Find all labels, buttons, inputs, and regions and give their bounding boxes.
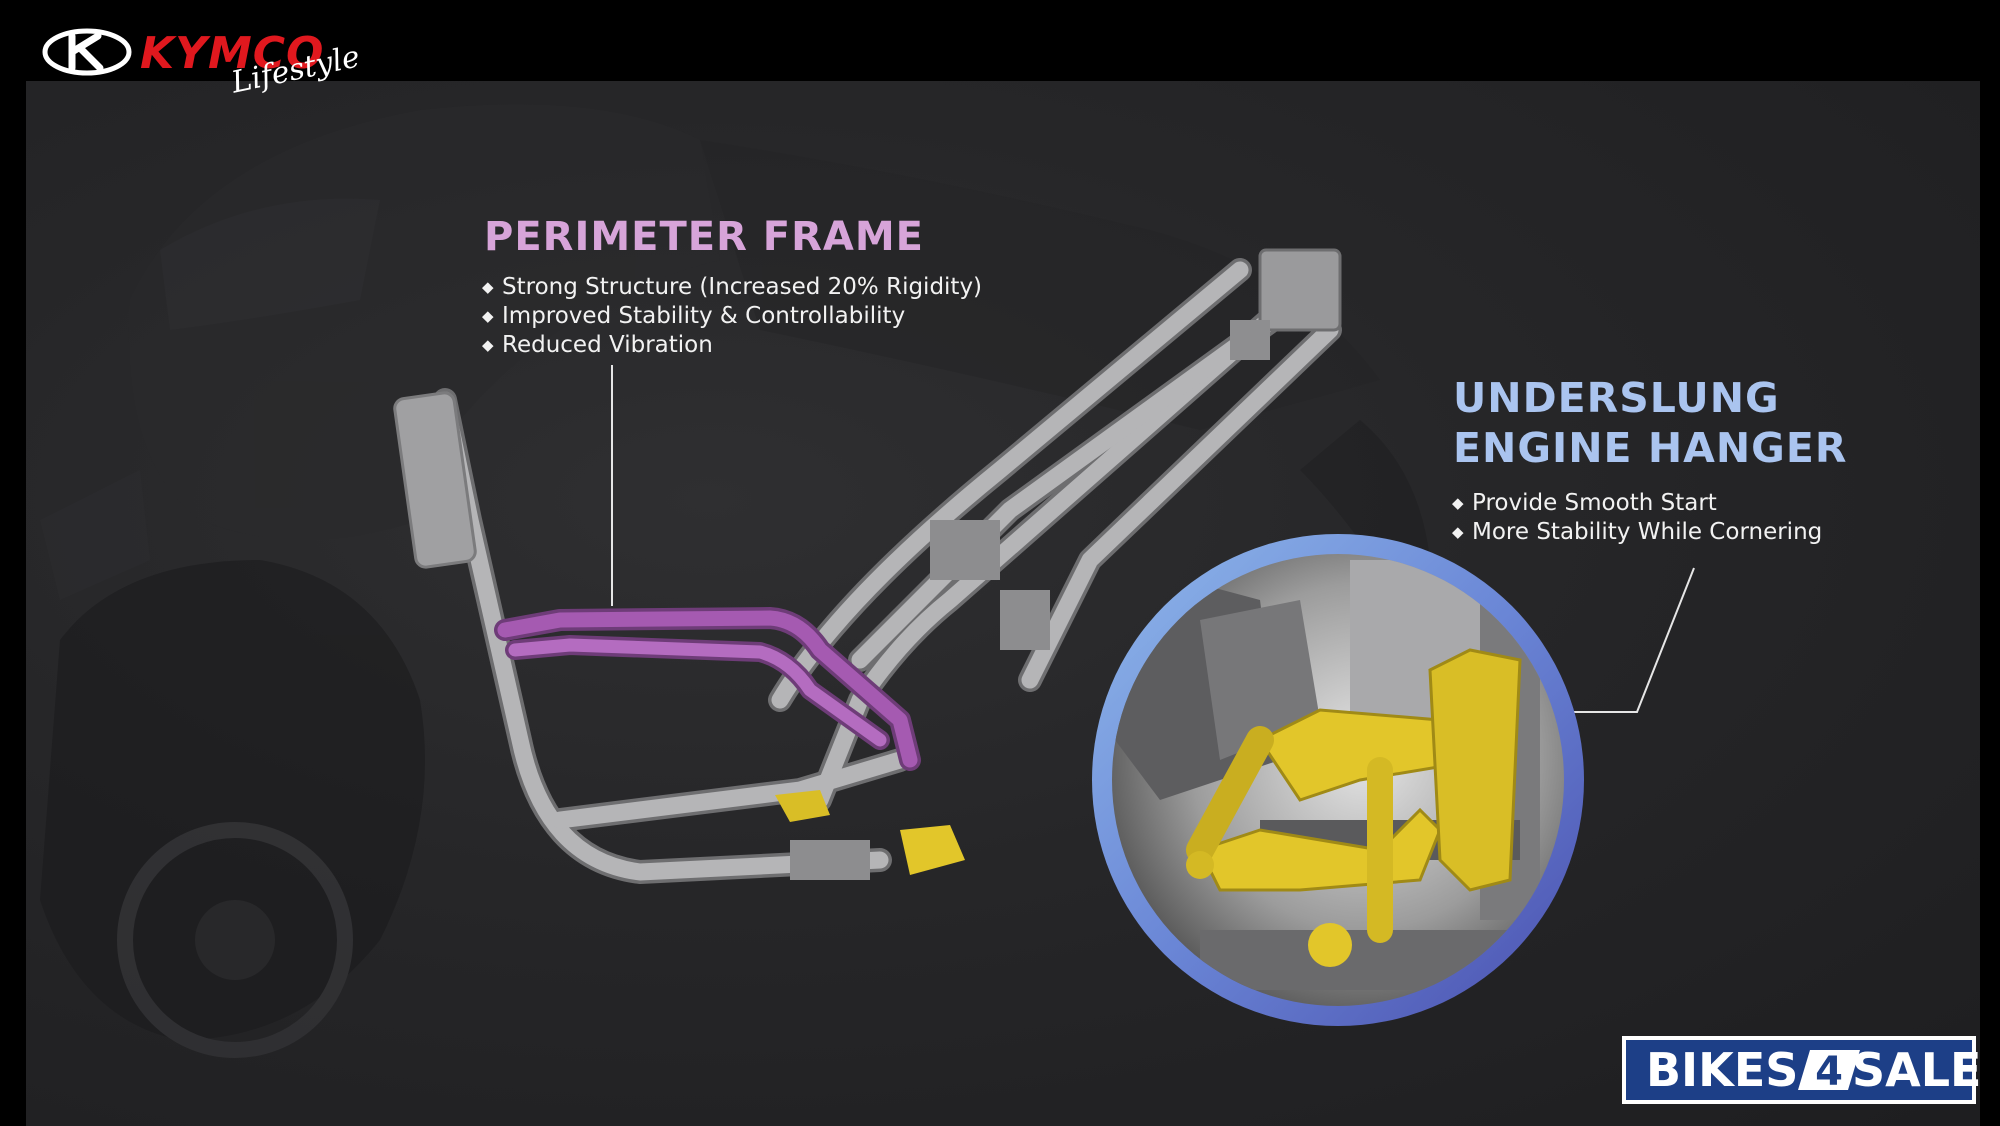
list-item: ◆More Stability While Cornering (1452, 519, 1823, 545)
list-item: ◆Reduced Vibration (482, 332, 713, 358)
diamond-bullet-icon: ◆ (482, 307, 494, 325)
kymco-emblem-icon (42, 28, 132, 76)
purple-perimeter-section (494, 607, 921, 771)
perimeter-frame-title: PERIMETER FRAME (484, 214, 924, 260)
yellow-hanger-small (775, 790, 965, 875)
underslung-title-line2: ENGINE HANGER (1453, 424, 1848, 472)
list-item: ◆Strong Structure (Increased 20% Rigidit… (482, 274, 983, 300)
diamond-bullet-icon: ◆ (482, 336, 494, 354)
list-item: ◆Provide Smooth Start (1452, 490, 1717, 516)
watermark-four-badge: 4 (1798, 1049, 1860, 1092)
list-item: ◆Improved Stability & Controllability (482, 303, 906, 329)
scooter-silhouette (40, 104, 1430, 1058)
diamond-bullet-icon: ◆ (482, 278, 494, 296)
perimeter-frame-bullets: ◆Strong Structure (Increased 20% Rigidit… (482, 273, 982, 360)
watermark-text-four: 4 (1815, 1049, 1843, 1092)
bikes4sale-watermark: BIKES 4 SALE (1622, 1036, 1981, 1104)
diamond-bullet-icon: ◆ (1452, 494, 1464, 512)
zoom-circle (1092, 534, 1584, 1026)
watermark-text-bikes: BIKES (1646, 1043, 1799, 1097)
watermark-text-sale: SALE (1852, 1043, 1982, 1097)
underslung-bullets: ◆Provide Smooth Start ◆More Stability Wh… (1452, 489, 1822, 547)
brand-logo-text: KYMCO (140, 28, 325, 79)
underslung-title-line1: UNDERSLUNG (1453, 374, 1780, 422)
diamond-bullet-icon: ◆ (1452, 523, 1464, 541)
